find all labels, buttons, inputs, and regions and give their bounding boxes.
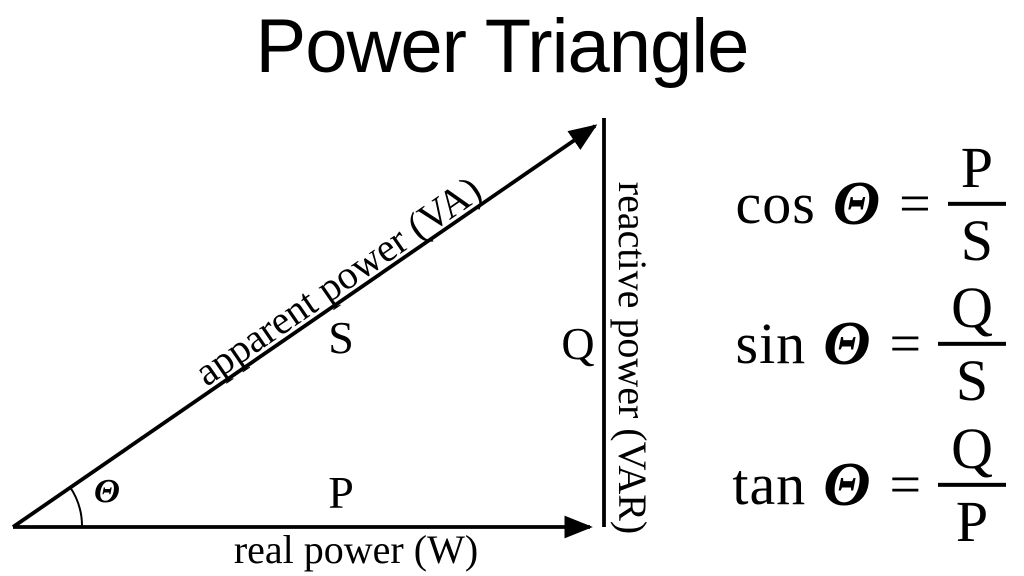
numerator: P <box>947 138 1006 206</box>
numerator: Q <box>938 278 1006 346</box>
formula-tan: tan Θ = Q P <box>660 419 1006 551</box>
formula-cos: cos Θ = P S <box>660 138 1006 270</box>
reactive-power-label: reactive power (VAR) <box>610 181 655 535</box>
denominator: P <box>955 489 989 554</box>
trig-function: cos <box>735 171 816 236</box>
apparent-power-symbol: S <box>328 312 354 363</box>
trig-function: tan <box>732 452 807 517</box>
equals-sign: = <box>889 313 922 375</box>
page-title: Power Triangle <box>255 4 750 89</box>
angle-symbol: Θ <box>832 170 881 238</box>
real-power-symbol: P <box>328 467 354 518</box>
angle-symbol: Θ <box>823 310 871 378</box>
fraction: Q S <box>938 278 1006 410</box>
angle-symbol: Θ <box>823 451 871 519</box>
apparent-power-arrow <box>11 124 598 529</box>
angle-symbol: Θ <box>94 473 120 510</box>
equals-sign: = <box>899 173 931 235</box>
fraction: P S <box>947 138 1006 273</box>
real-power-label: real power (W) <box>233 527 479 572</box>
reactive-power-symbol: Q <box>561 318 595 369</box>
trig-function: sin <box>735 311 807 376</box>
denominator: S <box>955 348 989 413</box>
denominator: S <box>960 208 993 273</box>
numerator: Q <box>938 419 1006 487</box>
angle-arc <box>69 486 84 528</box>
equals-sign: = <box>889 454 922 516</box>
fraction: Q P <box>938 419 1006 551</box>
formula-sin: sin Θ = Q S <box>660 278 1006 410</box>
